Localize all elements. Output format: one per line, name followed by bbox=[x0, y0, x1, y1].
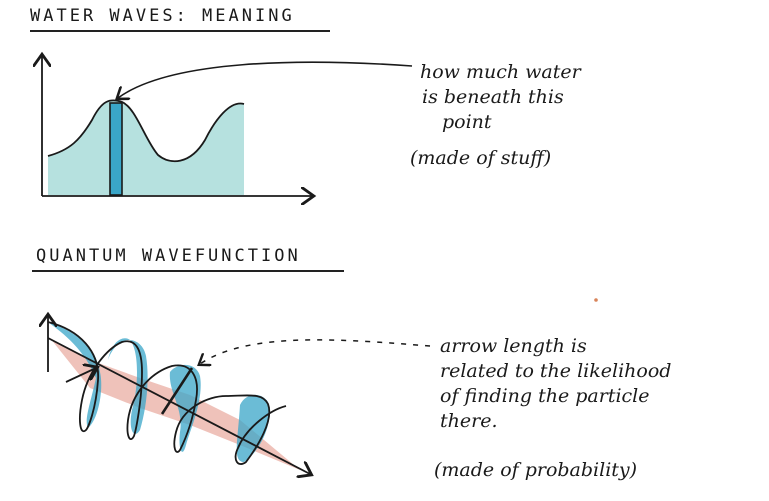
phasor-arrow-small bbox=[65, 368, 96, 383]
water-annotation-arrow bbox=[118, 61, 413, 98]
propagation-axis bbox=[47, 337, 310, 474]
quantum-material-note: (made of probability) bbox=[434, 459, 638, 481]
water-column bbox=[109, 102, 123, 196]
quantum-annotation-arrow bbox=[200, 339, 431, 364]
water-annotation-line-1: how much water bbox=[420, 61, 581, 83]
water-heading-underline bbox=[30, 30, 330, 32]
quantum-heading-underline bbox=[32, 270, 344, 272]
water-wave-diagram bbox=[42, 56, 413, 196]
quantum-heading: QUANTUM WAVEFUNCTION bbox=[36, 246, 301, 266]
wavefunction-diagram bbox=[47, 316, 431, 474]
water-heading: WATER WAVES: MEANING bbox=[30, 6, 295, 26]
water-fill bbox=[48, 100, 244, 195]
helix-lobe-1 bbox=[48, 322, 102, 428]
quantum-annotation-line-1: arrow length is bbox=[440, 335, 587, 357]
stray-mark bbox=[594, 298, 598, 302]
helix-outline bbox=[47, 321, 287, 465]
water-surface bbox=[47, 99, 245, 163]
quantum-annotation: arrow length is related to the likelihoo… bbox=[440, 334, 760, 434]
phasor-arrow-long bbox=[160, 367, 194, 415]
helix-lobe-4 bbox=[236, 394, 270, 462]
quantum-annotation-line-3: of finding the particle bbox=[440, 385, 650, 407]
quantum-annotation-line-2: related to the likelihood bbox=[440, 360, 672, 382]
helix-lobe-2 bbox=[108, 338, 148, 434]
water-material-note: (made of stuff) bbox=[410, 147, 552, 169]
water-annotation: how much water is beneath this point bbox=[420, 60, 640, 135]
quantum-annotation-line-4: there. bbox=[440, 410, 498, 432]
water-annotation-line-2: is beneath this bbox=[422, 86, 564, 108]
water-annotation-line-3: point bbox=[442, 111, 492, 133]
